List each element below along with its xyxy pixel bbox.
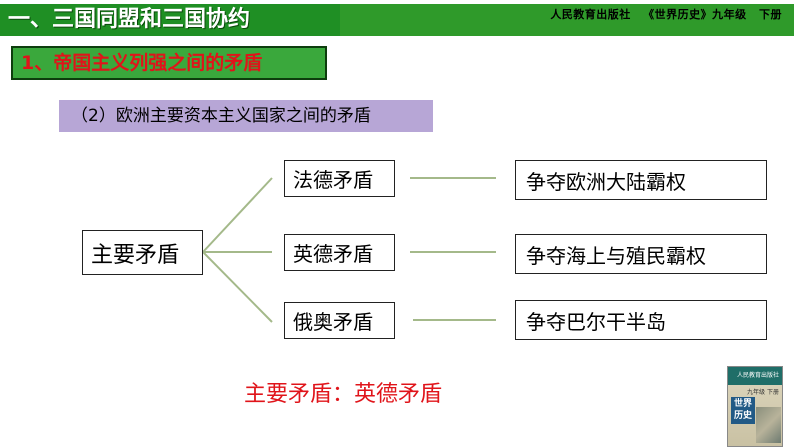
book-volume: 下册 — [759, 8, 782, 21]
publisher-info: 人民教育出版社 《世界历史》九年级 下册 — [550, 6, 782, 22]
subtitle: 1、帝国主义列强之间的矛盾 — [11, 46, 327, 80]
conclusion-text: 主要矛盾：英德矛盾 — [244, 382, 443, 407]
goal-box-britain-germany: 争夺海上与殖民霸权 — [515, 234, 767, 274]
textbook-cover-image: 人民教育出版社 九年级 下册 世界历史 — [727, 366, 783, 447]
conflict-box-britain-germany: 英德矛盾 — [284, 234, 395, 271]
conflict-box-russia-austria: 俄奥矛盾 — [284, 302, 395, 339]
cover-grade-text: 九年级 — [747, 389, 766, 396]
connector-root-to-russia-austria — [202, 251, 273, 323]
goal-box-france-germany: 争夺欧洲大陆霸权 — [515, 160, 767, 200]
connector-root-to-france-germany — [202, 177, 273, 253]
section-title: 一、三国同盟和三国协约 — [0, 4, 340, 36]
subsubtitle: （2）欧洲主要资本主义国家之间的矛盾 — [59, 100, 433, 132]
root-box: 主要矛盾 — [82, 230, 203, 275]
cover-title: 世界历史 — [731, 397, 755, 424]
publisher-name: 人民教育出版社 — [550, 8, 631, 21]
cover-band: 人民教育出版社 — [728, 367, 782, 385]
cover-publisher: 人民教育出版社 — [736, 372, 779, 379]
goal-box-russia-austria: 争夺巴尔干半岛 — [515, 300, 767, 340]
cover-volume-text: 下册 — [766, 389, 779, 396]
cover-grade: 九年级 下册 — [747, 387, 779, 396]
cover-illustration — [756, 407, 781, 443]
conflict-box-france-germany: 法德矛盾 — [284, 160, 395, 197]
book-title: 《世界历史》九年级 — [643, 8, 747, 21]
